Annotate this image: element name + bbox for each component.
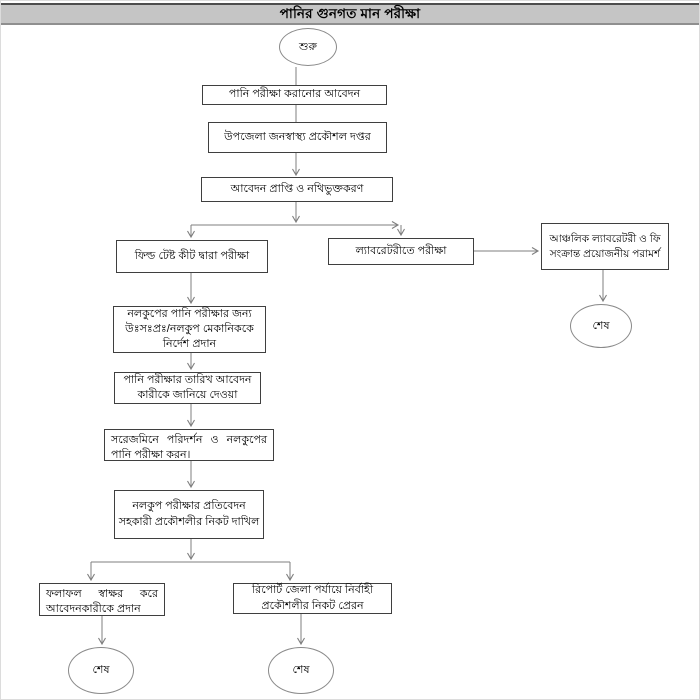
node-laboratory-test: ল্যাবরেটরীতে পরীক্ষা bbox=[328, 238, 474, 265]
node-application-receipt: আবেদন প্রাপ্তি ও নথিভুক্তকরণ bbox=[201, 177, 393, 202]
page-title: পানির গুনগত মান পরীক্ষা bbox=[1, 3, 699, 25]
node-regional-lab-advice: আঞ্চলিক ল্যাবরেটরী ও ফি সংক্রান্ত প্রয়ো… bbox=[541, 223, 669, 270]
end-terminal-left: শেষ bbox=[68, 647, 134, 694]
node-mechanic-instruction: নলকুপের পানি পরীক্ষার জন্য উঃসঃপ্রঃ/নলকু… bbox=[113, 306, 266, 353]
node-signed-result-to-applicant: ফলাফল স্বাক্ষর করে আবেদনকারীকে প্রদান bbox=[39, 583, 165, 616]
node-report-to-executive-engineer: রিপোর্ট জেলা পর্যায়ে নির্বাহী প্রকৌশলীর… bbox=[233, 583, 392, 614]
node-application: পানি পরীক্ষা করানোর আবেদন bbox=[202, 85, 387, 105]
end-terminal-middle: শেষ bbox=[268, 647, 334, 694]
node-inform-test-date: পানি পরীক্ষার তারিখ আবেদন কারীকে জানিয়ে… bbox=[114, 372, 261, 404]
node-upazila-office: উপজেলা জনস্বাস্থ্য প্রকৌশল দপ্তর bbox=[208, 122, 387, 153]
node-site-inspection: সরেজমিনে পরিদর্শন ও নলকুপের পানি পরীক্ষা… bbox=[104, 429, 274, 461]
node-field-test-kit: ফিল্ড টেষ্ট কীট দ্বারা পরীক্ষা bbox=[116, 240, 268, 273]
node-report-submission: নলকুপ পরীক্ষার প্রতিবেদন সহকারী প্রকৌশলী… bbox=[114, 490, 264, 539]
start-terminal: শুরু bbox=[279, 28, 337, 66]
end-terminal-right: শেষ bbox=[570, 304, 632, 348]
